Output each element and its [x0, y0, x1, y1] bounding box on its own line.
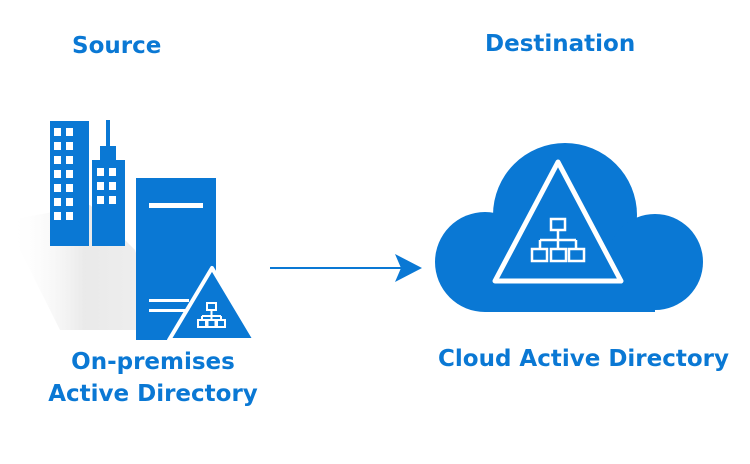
- source-heading: Source: [72, 33, 162, 59]
- office-buildings-icon: [50, 120, 125, 246]
- onprem-label: On-premises Active Directory: [48, 346, 258, 410]
- destination-heading: Destination: [485, 31, 636, 57]
- ground-shadow: [10, 205, 160, 330]
- arrow-right-icon: [270, 254, 422, 282]
- directory-triangle-icon: [167, 266, 257, 342]
- onprem-label-line2: Active Directory: [48, 381, 258, 407]
- cloud-label: Cloud Active Directory: [438, 346, 730, 372]
- onprem-label-line1: On-premises: [71, 349, 235, 375]
- cloud-icon: [435, 143, 703, 312]
